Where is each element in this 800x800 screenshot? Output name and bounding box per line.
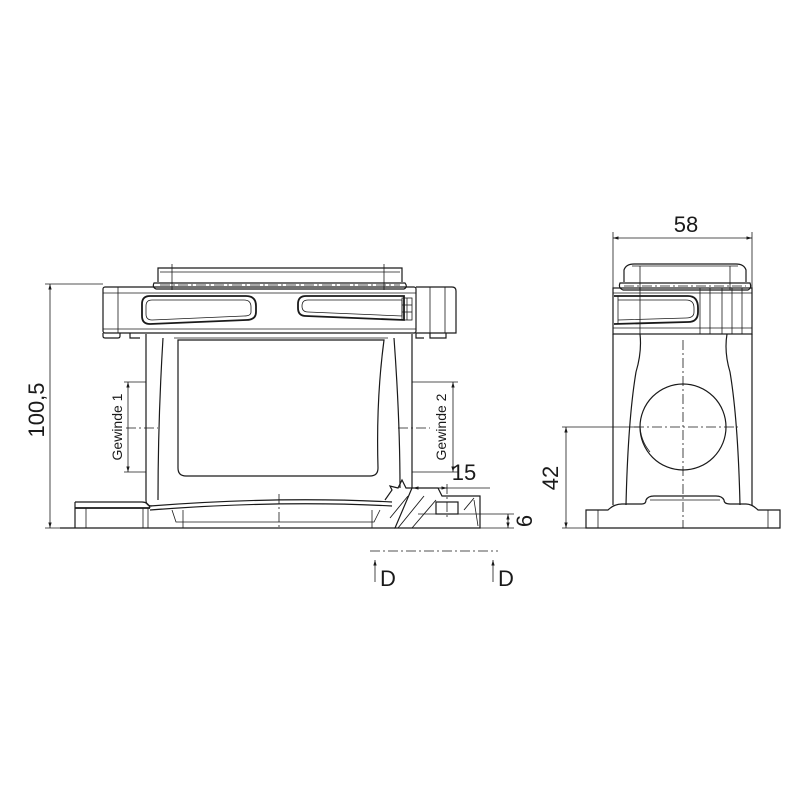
offset-label: 15 [452,460,476,485]
base-thickness-label: 6 [512,515,537,527]
thread-1-label: Gewinde 1 [109,393,125,460]
front-body [145,334,413,507]
side-view: 58 42 [538,212,781,529]
dimension-thread-1: Gewinde 1 [109,381,146,473]
height-total-label: 100,5 [24,382,49,437]
width-label: 58 [674,212,698,237]
dimension-base-thickness: 6 [480,513,537,529]
front-upper-band [102,286,457,339]
center-height-label: 42 [538,466,563,490]
section-marker-right: D [498,566,514,591]
side-base [585,495,781,529]
dimension-thread-2: Gewinde 2 [412,381,458,473]
side-body [612,333,753,528]
front-lid [152,264,407,290]
section-marker-left: D [380,566,396,591]
front-base [60,494,395,530]
front-section-detail [384,478,481,529]
dimension-height-total: 100,5 [24,283,103,529]
side-lid [618,263,752,291]
dimension-offset: 15 [413,460,490,490]
dimension-center-height: 42 [538,426,640,529]
front-view: 100,5 Gewinde 1 Gewinde 2 15 6 [24,264,537,591]
thread-2-label: Gewinde 2 [433,393,449,460]
dimension-width: 58 [612,212,753,290]
section-line-d: D D [370,550,514,591]
side-upper-band [612,287,753,335]
